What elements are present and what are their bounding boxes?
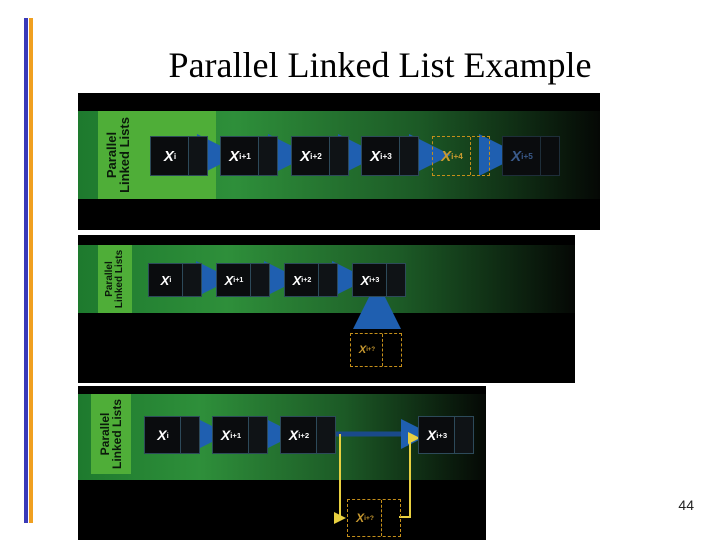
- node-value-base: X: [229, 147, 240, 165]
- accent-bar-blue: [24, 18, 28, 523]
- node-pointer: [382, 334, 401, 366]
- panel3-arrows: [192, 416, 431, 524]
- accent-bar-orange: [29, 18, 33, 523]
- panel2-arrows: [196, 261, 401, 329]
- side-label-1: Parallel Linked Lists: [98, 111, 138, 199]
- node-value-base: X: [288, 427, 299, 443]
- node-pointer: [188, 137, 207, 175]
- node-value-base: X: [356, 511, 365, 525]
- node-value-index: i: [169, 276, 172, 284]
- node-value-index: i+1: [230, 430, 242, 440]
- slide-title: Parallel Linked List Example: [168, 45, 592, 85]
- node-value-base: X: [224, 272, 234, 288]
- arrows-layer: [192, 416, 431, 524]
- node-pointer: [258, 137, 277, 175]
- node-pointer: [180, 417, 199, 453]
- side-label-2: Parallel Linked Lists: [98, 245, 132, 313]
- side-label-3: Parallel Linked Lists: [91, 394, 131, 474]
- arrows-layer: [197, 134, 521, 176]
- node-pointer: [182, 264, 201, 296]
- node-value-index: i: [173, 151, 177, 161]
- node-value-base: X: [300, 147, 311, 165]
- node-value-index: i+2: [301, 276, 312, 284]
- node-value-index: i+?: [366, 347, 376, 353]
- node-value-index: i+3: [436, 430, 448, 440]
- node-value-base: X: [292, 272, 302, 288]
- node-value-index: i+3: [369, 276, 380, 284]
- node-pointer: [386, 264, 405, 296]
- node-value-index: i+4: [451, 151, 463, 161]
- node-value-base: X: [360, 272, 370, 288]
- node-value-base: X: [511, 147, 522, 165]
- node-value-base: X: [163, 147, 174, 165]
- node-value-base: X: [358, 344, 367, 356]
- node-value-base: X: [220, 427, 231, 443]
- yellow-link-out: [399, 432, 420, 518]
- node-value-index: i: [166, 430, 169, 440]
- node-value-index: i+5: [521, 151, 533, 161]
- node-value-base: X: [160, 272, 170, 288]
- node-value-index: i+1: [239, 151, 251, 161]
- node-pointer: [540, 137, 559, 175]
- node-pointer: [329, 137, 348, 175]
- node-pointer: [250, 264, 269, 296]
- node-pointer: [316, 417, 335, 453]
- node-pointer: [318, 264, 337, 296]
- node-value-index: i+1: [233, 276, 244, 284]
- node-value-index: i+?: [364, 514, 374, 522]
- node-pointer: [381, 500, 400, 536]
- node-value-index: i+3: [380, 151, 392, 161]
- node-pointer: [470, 137, 489, 175]
- arrows-layer: [196, 261, 401, 329]
- node-value-index: i+2: [310, 151, 322, 161]
- node-value-index: i+2: [298, 430, 310, 440]
- node-value-base: X: [157, 427, 167, 443]
- node-value-base: X: [426, 427, 437, 443]
- node-pointer: [454, 417, 473, 453]
- node-value-base: X: [441, 147, 452, 165]
- page-number: 44: [678, 497, 694, 513]
- node-pointer: [399, 137, 418, 175]
- node-value-base: X: [370, 147, 381, 165]
- node-pointer: [248, 417, 267, 453]
